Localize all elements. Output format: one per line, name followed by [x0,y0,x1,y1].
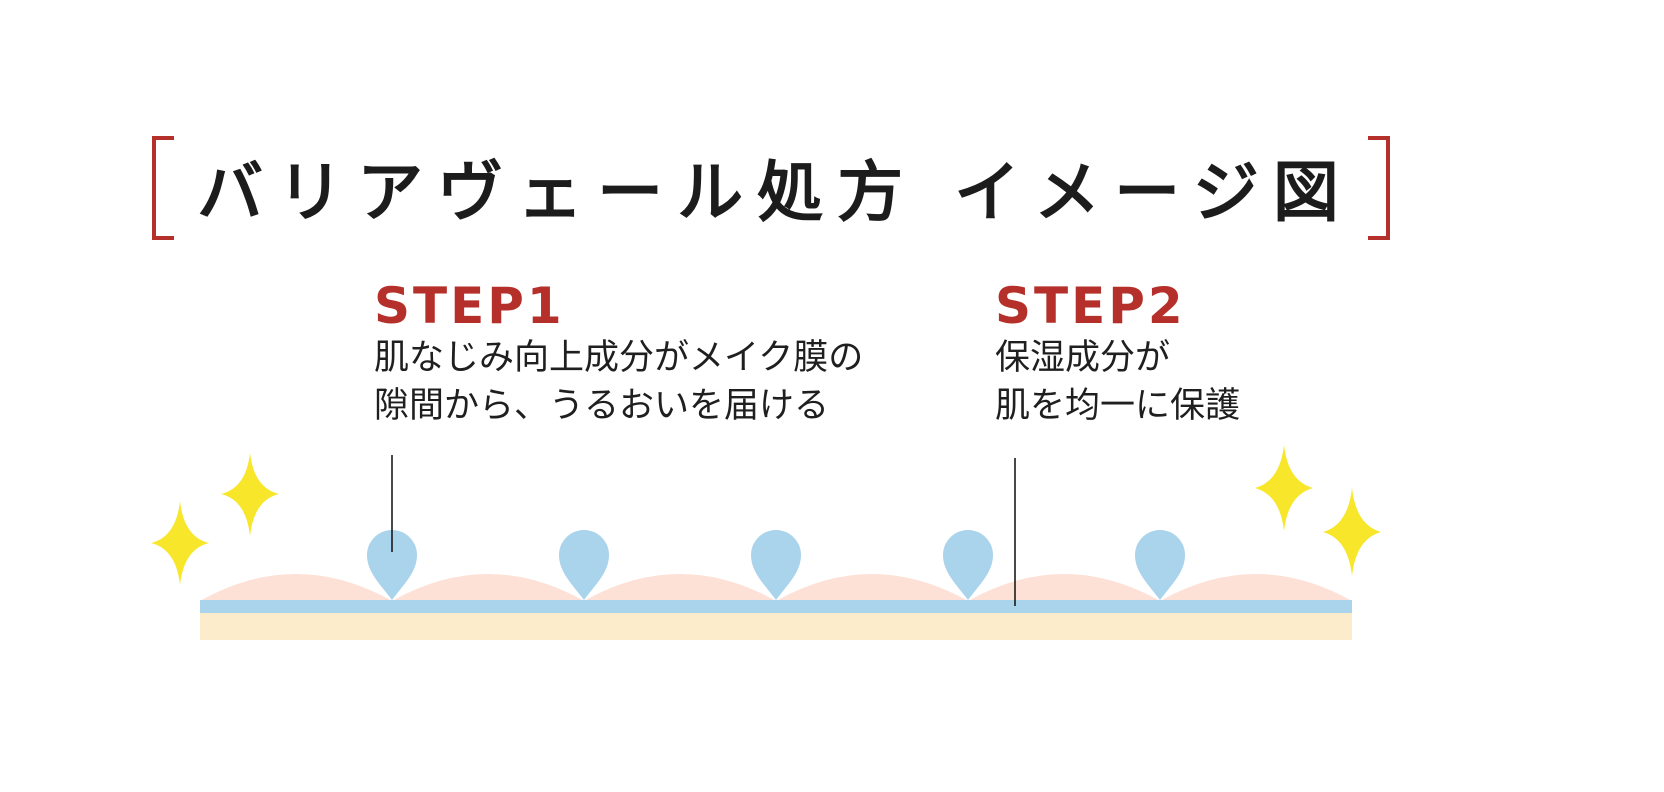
droplet-icon [1135,530,1185,600]
step1-label: STEP1 [374,277,565,335]
right-bracket [1368,136,1390,240]
step1-description-line: 隙間から、うるおいを届ける [374,386,830,426]
droplet-icon [751,530,801,600]
skin-bump [1160,574,1352,601]
skin-bumps [200,574,1352,601]
skin-bump [584,574,776,601]
skin-bump [200,574,392,601]
moisture-film-layer [200,600,1352,613]
sparkle-icon [1255,445,1313,531]
droplet-icon [367,530,417,600]
step2-description: 保湿成分が 肌を均一に保護 [995,334,1240,430]
sparkle-icon [151,501,209,585]
sparkles [151,445,1381,585]
step2-description-line: 保湿成分が [995,338,1171,378]
skin-base-layer [200,612,1352,640]
step2-description-line: 肌を均一に保護 [995,386,1241,426]
skin-bump [968,574,1160,601]
left-bracket [152,136,174,240]
step1-description: 肌なじみ向上成分がメイク膜の 隙間から、うるおいを届ける [374,334,863,430]
skin-bump [776,574,968,601]
page-title: バリアヴェール処方 イメージ図 [197,154,1353,231]
sparkle-icon [221,453,279,536]
sparkle-icon [1323,488,1381,576]
droplet-icon [559,530,609,600]
skin-bump [392,574,584,601]
droplets [367,530,1185,600]
droplet-icon [943,530,993,600]
step2-label: STEP2 [995,277,1186,335]
step1-description-line: 肌なじみ向上成分がメイク膜の [374,338,864,378]
